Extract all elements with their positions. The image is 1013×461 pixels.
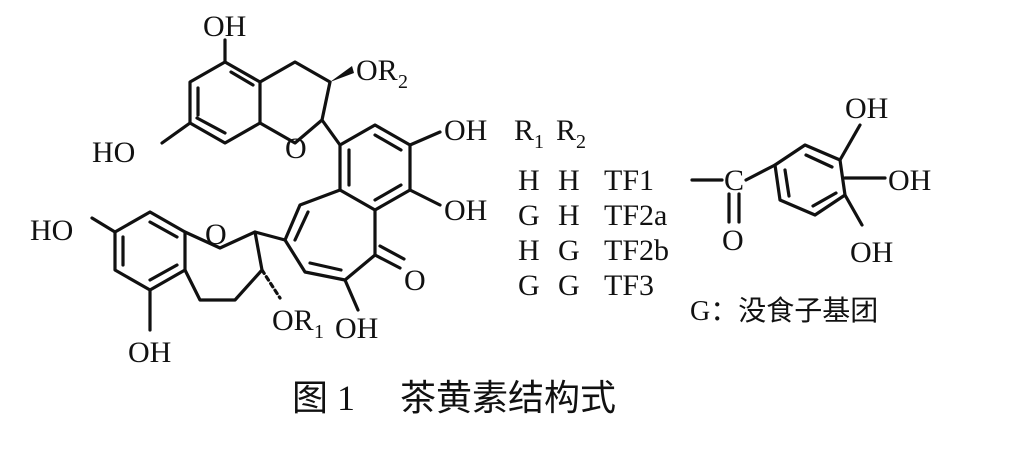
galloyl-legend: G：没食子基团	[690, 295, 878, 327]
benzene-double-1	[373, 133, 403, 152]
table-row-1-name: TF1	[604, 164, 654, 197]
galloyl-oh-top-label: OH	[845, 92, 888, 125]
galloyl-double-2	[811, 191, 838, 208]
table-header-r1-sub: 1	[534, 131, 544, 153]
galloyl-group: C O OH OH OH G：没食子基团	[690, 92, 931, 327]
upper-or2-subscript: 2	[398, 71, 408, 93]
caption-number: 图 1	[292, 378, 355, 418]
upper-or2-wedge	[330, 66, 354, 82]
figure-caption: 图 1 茶黄素结构式	[292, 378, 616, 418]
upper-pyran-ring	[258, 60, 332, 145]
table-row-3-r1: H	[518, 234, 540, 267]
lower-or1-label: OR	[272, 304, 314, 337]
benzotropolone-core: OH OH O OH	[283, 114, 487, 345]
lower-flavanol-unit: HO O OR 1 OH	[30, 210, 324, 369]
carbonyl-oxygen-label: O	[722, 224, 744, 257]
tropolone-double-2	[308, 261, 343, 272]
galloyl-oh-bottom-bond	[843, 193, 864, 227]
ketone-bond-2	[378, 244, 406, 261]
galloyl-double-3	[783, 168, 791, 198]
lower-c2-aryl-bond	[253, 230, 287, 242]
substituent-table: R 1 R 2 H H TF1 G H TF2a H G TF2b G G TF…	[514, 114, 669, 302]
table-row-2-r1: G	[518, 199, 540, 232]
table-header-r1: R	[514, 114, 534, 147]
caption-title: 茶黄素结构式	[400, 378, 616, 418]
lower-ho-bond	[90, 216, 117, 234]
table-header-r2: R	[556, 114, 576, 147]
table-row-1-r2: H	[558, 164, 580, 197]
upper-ho-label: HO	[92, 136, 135, 169]
benz-oh-top-label: OH	[444, 114, 487, 147]
benz-oh-mid-bond	[408, 188, 442, 207]
galloyl-oh-right-label: OH	[888, 164, 931, 197]
table-row-4-r2: G	[558, 269, 580, 302]
carbonyl-c-ring-bond	[744, 163, 777, 182]
upper-or2-label: OR	[356, 54, 398, 87]
lower-or1-hash	[260, 268, 282, 300]
galloyl-double-1	[804, 153, 834, 169]
ketone-bond-1	[373, 253, 402, 270]
upper-oh-label: OH	[203, 10, 246, 43]
table-row-2-r2: H	[558, 199, 580, 232]
upper-a-ring-double-2	[195, 116, 227, 135]
benzene-double-2	[373, 183, 403, 202]
ketone-oxygen-label: O	[404, 264, 426, 297]
lower-ring-oxygen-label: O	[205, 218, 227, 251]
table-row-3-name: TF2b	[604, 234, 669, 267]
upper-ho-bond	[160, 121, 192, 145]
table-header-r2-sub: 2	[576, 131, 586, 153]
table-row-2-name: TF2a	[604, 199, 667, 232]
carbonyl-carbon-label: C	[724, 164, 744, 197]
galloyl-oh-bottom-label: OH	[850, 236, 893, 269]
upper-c2-aryl-bond	[320, 118, 342, 147]
lower-or1-subscript: 1	[314, 321, 324, 343]
lower-a-ring-double-1	[148, 220, 179, 239]
lower-a-ring-double-2	[148, 263, 179, 282]
table-row-4-r1: G	[518, 269, 540, 302]
lower-ho-label: HO	[30, 214, 73, 247]
lower-oh-label: OH	[128, 336, 171, 369]
tropolone-oh-label: OH	[335, 312, 378, 345]
tropolone-double-1	[293, 210, 310, 242]
upper-flavanol-unit: OH OR 2 HO O	[92, 10, 408, 169]
upper-a-ring-double-1	[229, 70, 255, 87]
table-row-4-name: TF3	[604, 269, 654, 302]
upper-ring-oxygen-label: O	[285, 132, 307, 165]
table-row-3-r2: G	[558, 234, 580, 267]
benz-oh-top-bond	[408, 130, 442, 147]
upper-a-ring	[188, 60, 262, 145]
tropolone-oh-bond	[343, 278, 360, 312]
galloyl-oh-top-bond	[838, 123, 862, 162]
table-row-1-r1: H	[518, 164, 540, 197]
benz-oh-mid-label: OH	[444, 194, 487, 227]
